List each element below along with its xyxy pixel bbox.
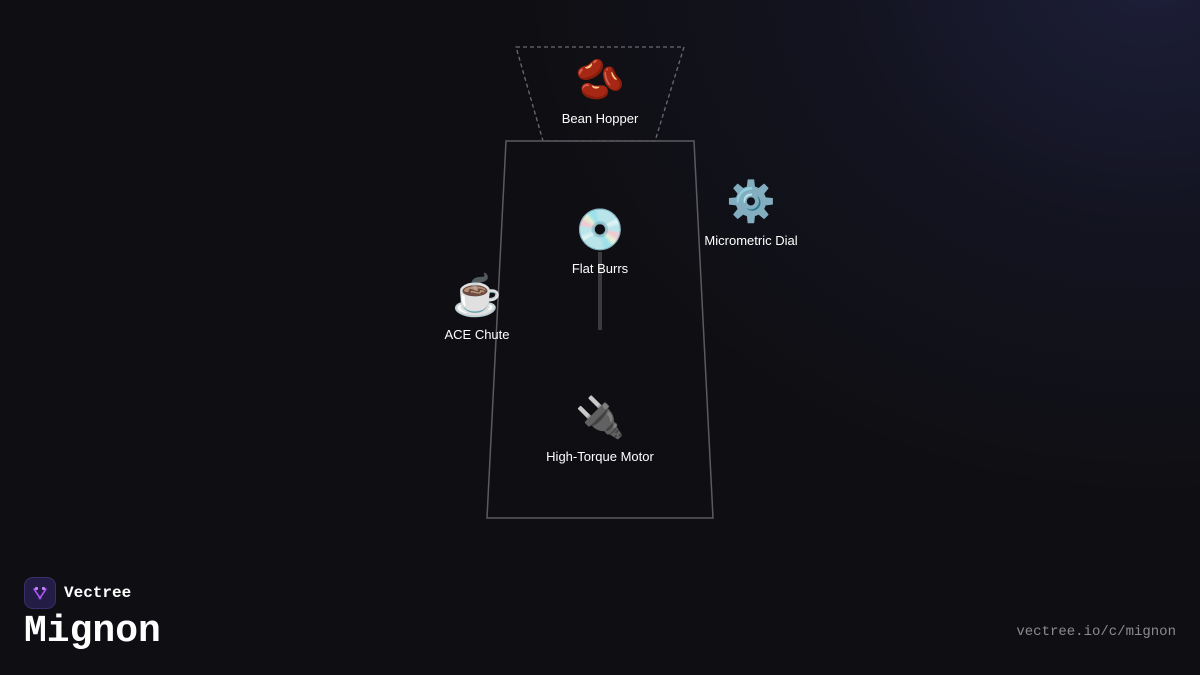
ace-chute-label: ACE Chute	[444, 327, 510, 342]
kidney-beans-icon: 🫘	[575, 58, 625, 102]
product-title: Mignon	[24, 610, 161, 653]
high-torque-motor-label: High-Torque Motor	[546, 449, 654, 464]
micrometric-dial-node: ⚙️ Micrometric Dial	[704, 177, 797, 248]
vectree-logo-icon	[24, 577, 56, 609]
micrometric-dial-label: Micrometric Dial	[704, 233, 798, 248]
disc-icon: 💿	[575, 208, 625, 252]
flat-burrs-label: Flat Burrs	[571, 261, 629, 276]
bean-hopper-node: 🫘 Bean Hopper	[562, 55, 639, 126]
bean-hopper-label: Bean Hopper	[561, 111, 639, 126]
gear-icon: ⚙️	[726, 180, 776, 224]
high-torque-motor-node: 🔌 High-Torque Motor	[546, 393, 654, 464]
flat-burrs-node: 💿 Flat Burrs	[572, 205, 628, 276]
ace-chute-node: ☕ ACE Chute	[444, 271, 509, 342]
brand-name: Vectree	[64, 584, 132, 602]
electric-plug-icon: 🔌	[575, 396, 625, 440]
source-url[interactable]: vectree.io/c/mignon	[1016, 624, 1176, 640]
brand-block: Vectree	[24, 577, 131, 609]
grinder-body-outline	[486, 140, 714, 519]
hot-beverage-icon: ☕	[452, 274, 502, 318]
